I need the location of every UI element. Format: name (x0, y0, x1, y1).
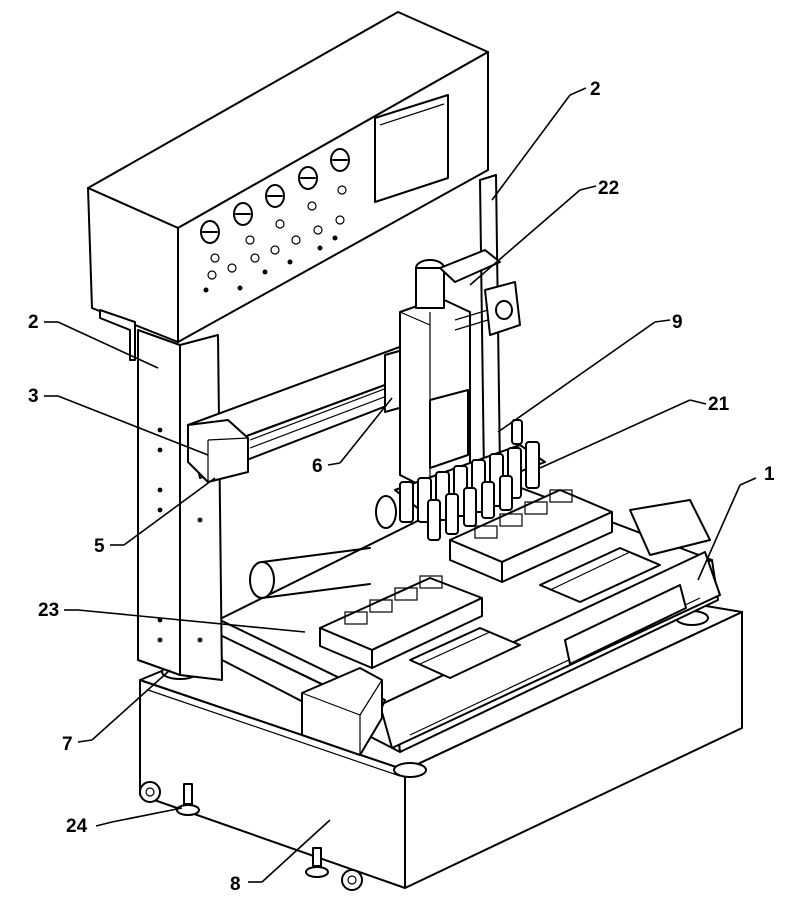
control-panel-knobs (200, 148, 350, 244)
label-2-left: 2 (28, 312, 39, 333)
fixture-left (319, 575, 521, 679)
label-5: 5 (94, 536, 105, 557)
leader-lines (44, 87, 757, 883)
fixture-right (449, 489, 661, 603)
label-9: 9 (672, 312, 683, 333)
label-22: 22 (598, 178, 619, 199)
casters (139, 781, 363, 891)
label-1: 1 (764, 464, 775, 485)
label-7: 7 (62, 734, 73, 755)
label-6: 6 (312, 456, 323, 477)
rollers (249, 495, 397, 599)
label-23: 23 (38, 600, 59, 621)
label-8: 8 (230, 874, 241, 895)
label-3: 3 (28, 386, 39, 407)
nozzle-array (394, 419, 546, 541)
frame-left-column (137, 329, 223, 681)
label-2-top: 2 (590, 79, 601, 100)
z-axis-head (399, 249, 521, 491)
control-box (87, 11, 489, 361)
control-panel-buttons (203, 185, 347, 293)
label-24: 24 (66, 816, 88, 837)
part-labels: 1 2 2 3 5 6 7 8 9 21 22 23 24 (28, 79, 775, 895)
label-21: 21 (708, 394, 730, 415)
gantry-beam (187, 344, 416, 483)
